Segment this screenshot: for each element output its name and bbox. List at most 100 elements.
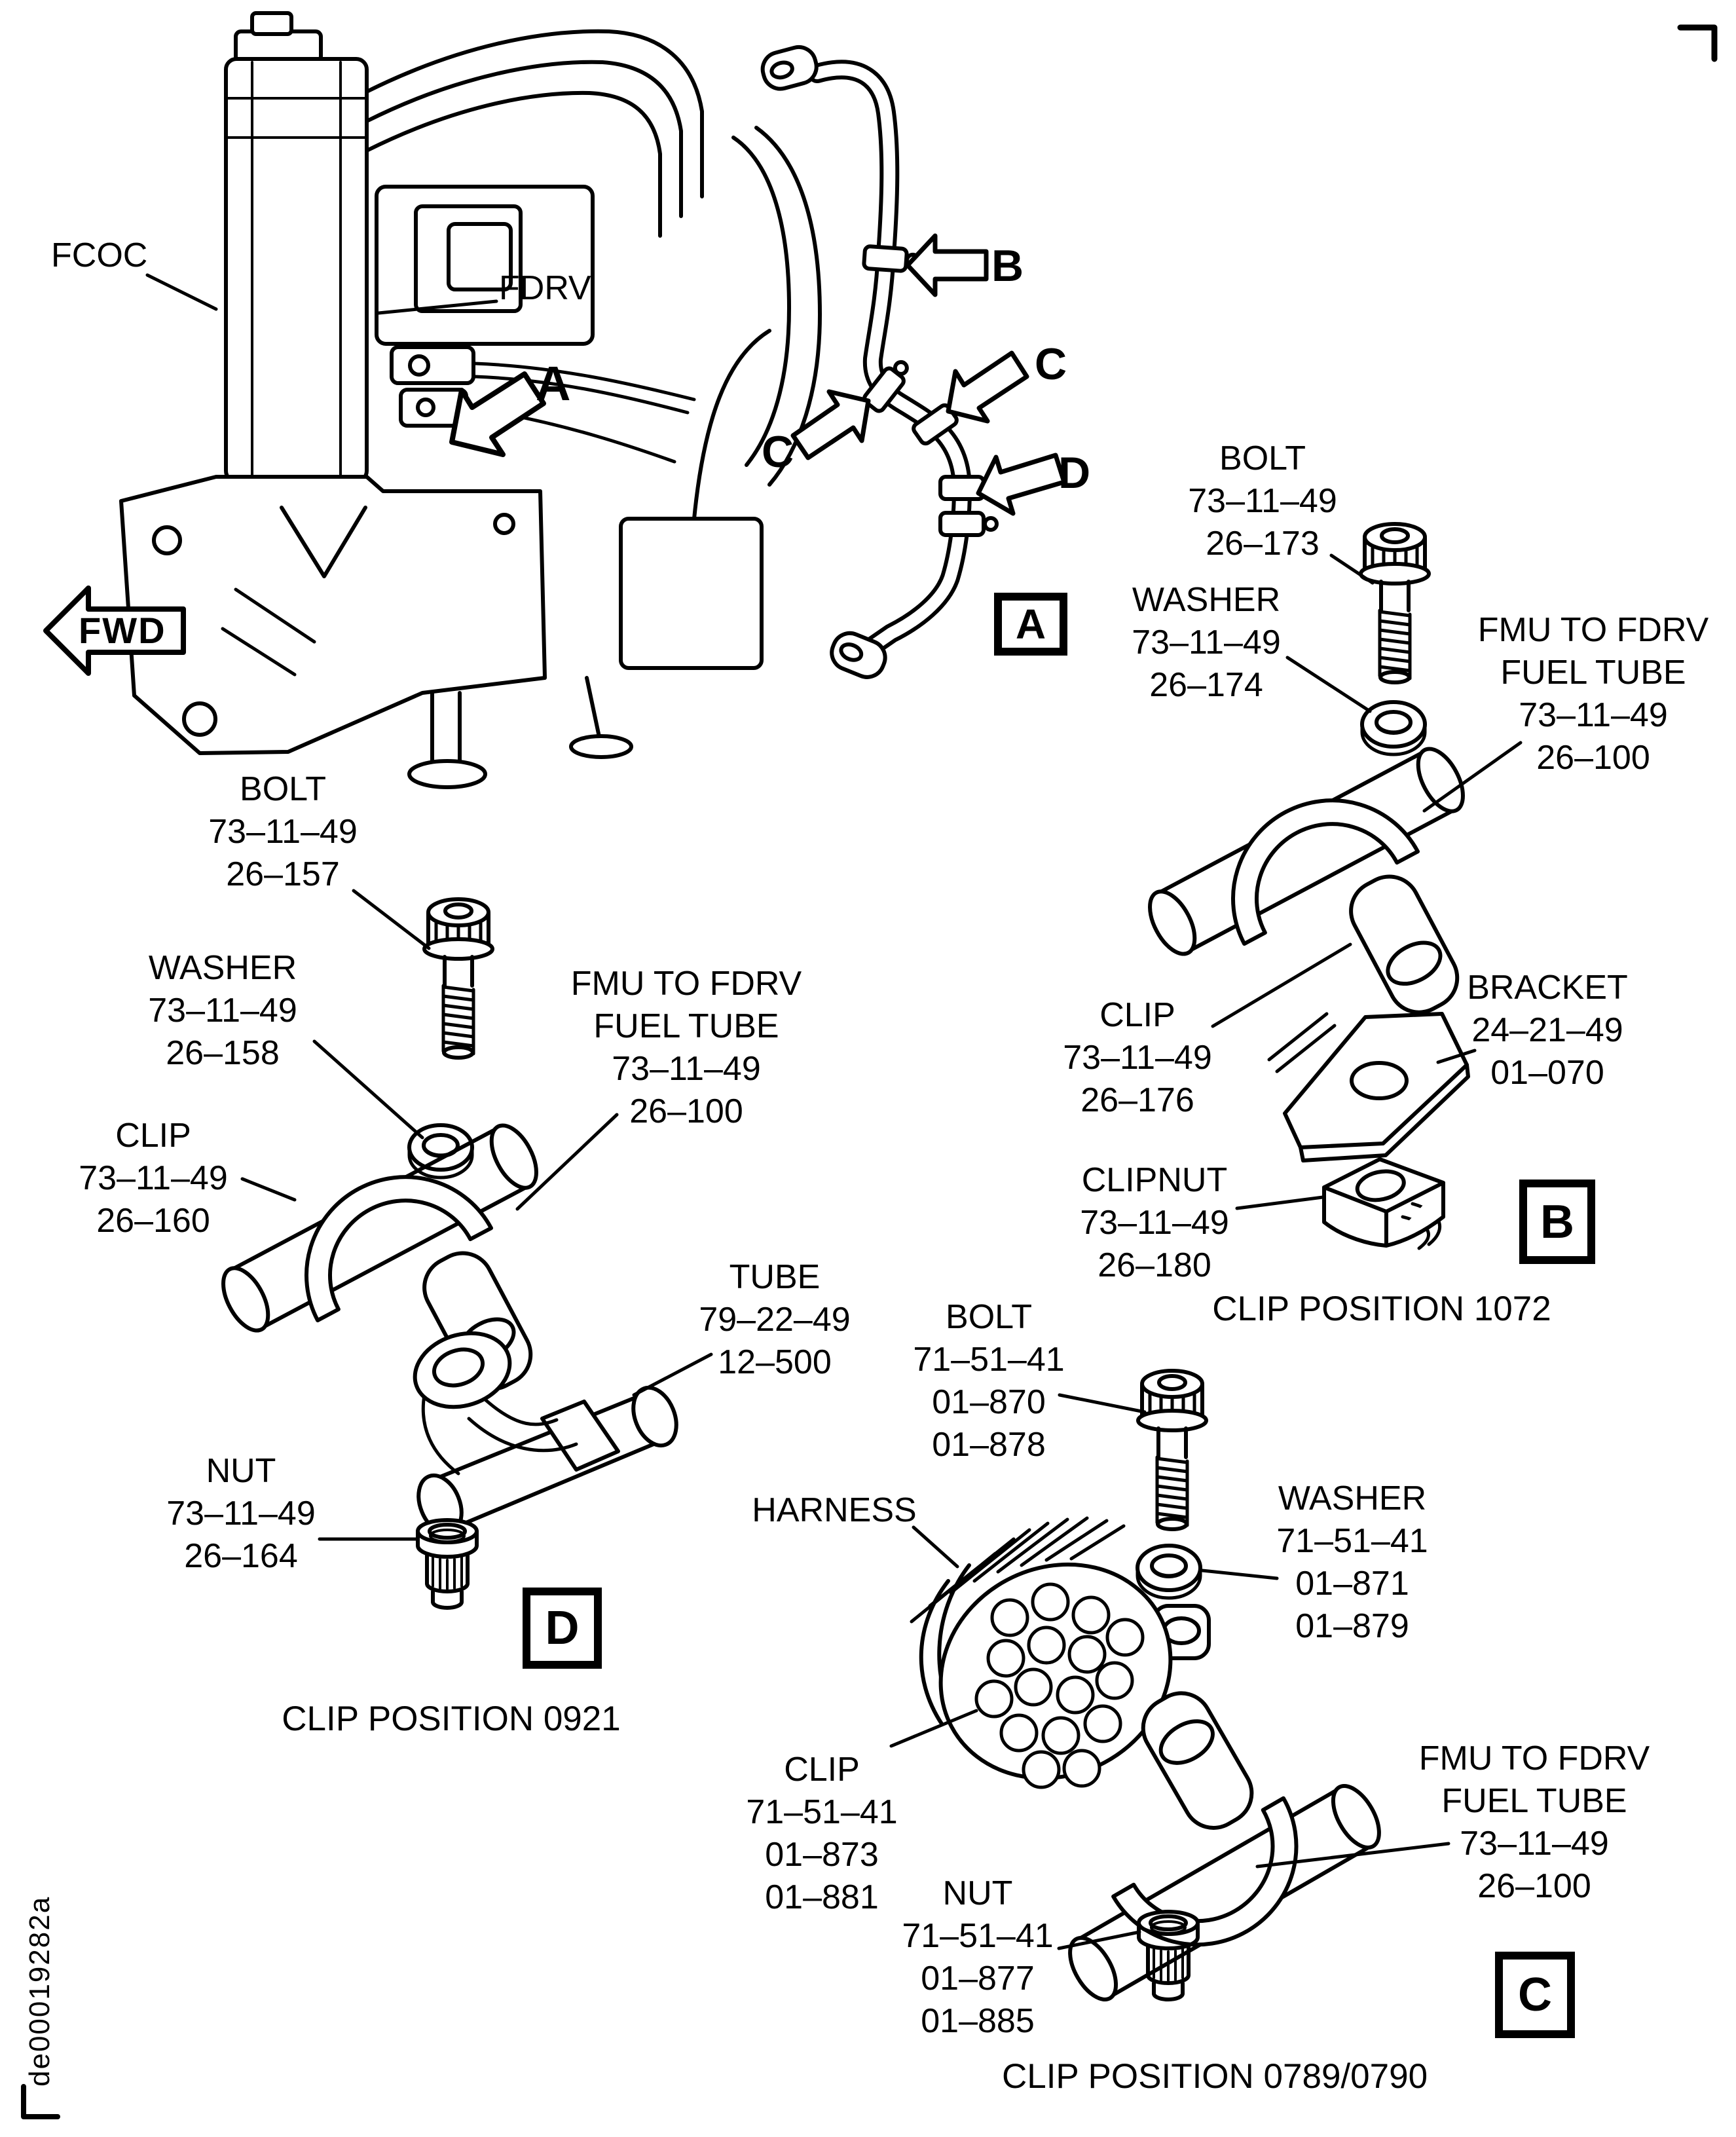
part-number: 01–873 <box>765 1836 879 1874</box>
part-name: CLIP <box>784 1751 860 1789</box>
tube-flange-bottom <box>830 631 887 679</box>
part-ref: 73–11–49 <box>1132 623 1281 661</box>
part-name2: FUEL TUBE <box>593 1007 779 1045</box>
part-name: WASHER <box>1132 581 1281 619</box>
part-number: 26–100 <box>1477 1867 1591 1905</box>
view-box-a: A <box>994 593 1067 656</box>
nut-label-c: NUT 71–51–41 01–877 01–885 <box>902 1872 1053 2043</box>
harness-illustration <box>910 1516 1211 1789</box>
part-ref: 73–11–49 <box>79 1159 228 1197</box>
arrow-label-d: D <box>1058 448 1091 498</box>
part-name: FMU TO FDRV <box>1477 611 1709 649</box>
part-number: 01–070 <box>1490 1054 1604 1092</box>
clipnut-label: CLIPNUT 73–11–49 26–180 <box>1080 1159 1229 1287</box>
part-name: WASHER <box>1278 1479 1427 1517</box>
part-ref: 24–21–49 <box>1471 1011 1623 1049</box>
part-name2: FUEL TUBE <box>1500 654 1686 692</box>
bolt-label-d: BOLT 73–11–49 26–157 <box>208 768 358 896</box>
view-box-b: B <box>1519 1180 1595 1264</box>
part-number: 26–164 <box>184 1537 298 1575</box>
part-name: CLIP <box>1099 996 1175 1034</box>
view-box-c: C <box>1495 1952 1575 2038</box>
washer-illustration-b <box>1362 702 1425 754</box>
arrow-label-a: A <box>536 356 571 411</box>
bolt-label-c: BOLT 71–51–41 01–870 01–878 <box>913 1296 1064 1466</box>
tube-flange-top <box>760 45 819 91</box>
bolt-illustration-c <box>1138 1371 1206 1529</box>
washer-label-c: WASHER 71–51–41 01–871 01–879 <box>1276 1477 1428 1648</box>
part-number: 01–871 <box>1295 1565 1409 1603</box>
clip-label-c: CLIP 71–51–41 01–873 01–881 <box>746 1749 897 1919</box>
nut-illustration-c <box>1139 1912 1198 1999</box>
view-arrow-b <box>905 233 989 297</box>
fuel-tube-label-c: FMU TO FDRV FUEL TUBE 73–11–49 26–100 <box>1419 1737 1650 1908</box>
part-ref: 71–51–41 <box>746 1793 898 1831</box>
part-ref: 73–11–49 <box>1080 1204 1229 1242</box>
part-name: NUT <box>942 1874 1013 1912</box>
part-number: 26–100 <box>629 1092 743 1130</box>
tube-clamp-c-left <box>862 360 909 413</box>
engine-illustration <box>119 11 822 789</box>
arrow-label-b: B <box>991 241 1024 291</box>
view-arrow-a <box>449 371 546 457</box>
part-ref: 71–51–41 <box>913 1341 1065 1379</box>
view-box-d-letter: D <box>545 1602 580 1654</box>
part-name: FMU TO FDRV <box>570 965 802 1003</box>
part-name: BRACKET <box>1467 969 1628 1007</box>
part-ref: 71–51–41 <box>1276 1522 1428 1560</box>
washer-label-d: WASHER 73–11–49 26–158 <box>148 947 297 1075</box>
caption-c: CLIP POSITION 0789/0790 <box>1001 2057 1428 2096</box>
figure-code: de00019282a <box>24 1895 56 2087</box>
bolt-illustration-d <box>424 899 492 1058</box>
part-number: 26–180 <box>1098 1246 1211 1284</box>
view-box-b-letter: B <box>1540 1195 1574 1248</box>
part-name: FMU TO FDRV <box>1418 1739 1650 1777</box>
bolt-illustration-b <box>1361 524 1429 682</box>
tube-clip-illustration <box>413 1331 678 1536</box>
view-arrow-c-lower <box>790 389 871 460</box>
caption-b: CLIP POSITION 1072 <box>1212 1290 1551 1328</box>
part-ref: 73–11–49 <box>148 992 297 1030</box>
clip-label-d: CLIP 73–11–49 26–160 <box>79 1115 228 1242</box>
nut-label-d: NUT 73–11–49 26–164 <box>166 1450 316 1578</box>
fuel-tube-label-b: FMU TO FDRV FUEL TUBE 73–11–49 26–100 <box>1478 609 1708 779</box>
bracket-illustration <box>1267 1012 1470 1162</box>
part-number2: 01–881 <box>765 1878 879 1916</box>
view-arrow-d <box>976 453 1067 516</box>
part-ref: 73–11–49 <box>612 1050 761 1088</box>
part-number2: 01–878 <box>932 1426 1046 1464</box>
fuel-tube-overview <box>760 45 1067 679</box>
fuel-tube-label-d: FMU TO FDRV FUEL TUBE 73–11–49 26–100 <box>571 963 802 1133</box>
part-ref: 79–22–49 <box>699 1301 851 1339</box>
part-ref: 73–11–49 <box>1063 1039 1212 1077</box>
view-box-d: D <box>523 1588 602 1669</box>
part-number: 26–157 <box>226 855 340 893</box>
tube-label-d: TUBE 79–22–49 12–500 <box>699 1256 850 1384</box>
part-number: 26–158 <box>166 1034 280 1072</box>
part-number2: 01–879 <box>1295 1607 1409 1645</box>
part-number: 26–176 <box>1080 1081 1194 1119</box>
part-name: NUT <box>206 1452 276 1490</box>
part-name: HARNESS <box>752 1491 917 1529</box>
view-box-a-letter: A <box>1015 601 1046 648</box>
part-ref: 71–51–41 <box>902 1917 1054 1955</box>
part-name: BOLT <box>946 1298 1032 1336</box>
part-number: 26–160 <box>96 1202 210 1240</box>
part-number: 12–500 <box>718 1343 832 1381</box>
bolt-label-b: BOLT 73–11–49 26–173 <box>1188 437 1337 565</box>
part-number: 26–173 <box>1206 525 1320 563</box>
part-name: WASHER <box>148 949 297 987</box>
part-number: 01–877 <box>921 1960 1035 1998</box>
corner-marks <box>21 24 1718 2119</box>
part-ref: 73–11–49 <box>1460 1825 1609 1863</box>
leader-lines <box>145 273 1523 1950</box>
part-number: 01–870 <box>932 1383 1046 1421</box>
nut-illustration-d <box>418 1520 477 1608</box>
arrow-label-c-upper: C <box>1035 339 1067 389</box>
part-number: 26–100 <box>1536 739 1650 777</box>
fcoc-label: FCOC <box>51 236 148 274</box>
part-ref: 73–11–49 <box>1188 482 1337 520</box>
view-arrow-c-upper <box>946 350 1029 424</box>
